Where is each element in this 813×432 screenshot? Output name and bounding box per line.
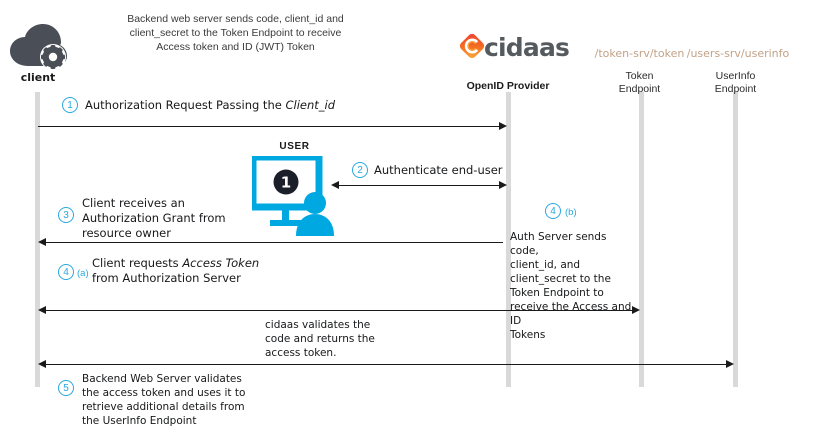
step-5-line1: Backend Web Server validates	[82, 373, 242, 385]
step-5-line2: the access token and uses it to	[82, 387, 246, 399]
step-2-number: 2	[352, 162, 368, 178]
step-5-number: 5	[58, 380, 74, 396]
step-5-text: Backend Web Server validates the access …	[82, 372, 297, 428]
step-3-number: 3	[58, 207, 74, 223]
step-3-line3: resource owner	[82, 226, 171, 240]
step-4b-note-line3: client_secret to the	[510, 273, 611, 285]
step-1-text: Authorization Request Passing the Client…	[85, 98, 505, 113]
top-note: Backend web server sends code, client_id…	[108, 12, 363, 54]
step-4a-seg1: Client requests	[92, 256, 183, 270]
arrow-step-1-head	[499, 122, 507, 130]
lifeline-token-endpoint	[639, 92, 644, 387]
arrow-step-2-head-left	[331, 181, 339, 189]
arrow-step-3-head	[38, 238, 46, 246]
validate-note-line1: cidaas validates the	[265, 319, 371, 331]
step-4b-note: Auth Server sends code, client_id, and c…	[510, 230, 638, 342]
step-4a-seg3: from Authorization Server	[92, 271, 241, 285]
client-label: client	[20, 71, 56, 84]
step-4b-note-line4: Token Endpoint to	[510, 287, 604, 299]
top-note-line2: client_secret to the Token Endpoint to r…	[129, 27, 342, 39]
arrow-step-4a-head-left	[38, 306, 46, 314]
client-cloud-gear-icon	[8, 24, 70, 70]
lifeline-client	[35, 92, 40, 387]
step-4b-note-line6: Tokens	[510, 329, 546, 341]
step-4a-text: Client requests Access Token from Author…	[92, 256, 260, 286]
step-1-text-plain: Authorization Request Passing the	[85, 98, 286, 112]
step-4b-number: 4	[545, 203, 561, 219]
cidaas-logo-icon	[459, 33, 485, 59]
step-4a-number: 4	[58, 264, 74, 280]
arrow-step-5-head-right	[726, 360, 734, 368]
step-4b-sublabel: (b)	[565, 207, 577, 218]
step-1-number: 1	[62, 97, 78, 113]
token-endpoint-path: /token-srv/token	[594, 47, 685, 60]
arrow-step-5-head-left	[38, 360, 46, 368]
step-3-text: Client receives an Authorization Grant f…	[82, 196, 272, 241]
openid-provider-label: OpenID Provider	[466, 80, 550, 92]
step-4a-sublabel: (a)	[77, 268, 89, 279]
validate-note-line2: code and returns the	[265, 333, 375, 345]
user-label: USER	[279, 141, 310, 152]
step-4a-seg2-emphasis: Access Token	[182, 256, 260, 270]
svg-text:1: 1	[281, 174, 291, 192]
user-monitor-icon: 1	[249, 153, 337, 236]
userinfo-endpoint-name-line1: UserInfo	[715, 70, 756, 82]
userinfo-endpoint-name: UserInfo Endpoint	[688, 70, 783, 96]
arrow-step-4a	[44, 310, 634, 311]
arrow-step-5	[44, 364, 730, 365]
top-note-line3: Access token and ID (JWT) Token	[156, 41, 315, 53]
step-4b-note-line5: receive the Access and ID	[510, 301, 632, 327]
arrow-step-2-head-right	[499, 181, 507, 189]
step-5-line4: the UserInfo Endpoint	[82, 415, 197, 427]
arrow-step-4a-head-right	[632, 306, 640, 314]
lifeline-userinfo-endpoint	[733, 92, 738, 387]
token-endpoint-name-line1: Token	[625, 70, 654, 82]
validate-note: cidaas validates the code and returns th…	[265, 318, 425, 360]
step-1-text-emphasis: Client_id	[285, 98, 336, 112]
cidaas-wordmark: cidaas	[484, 33, 570, 62]
arrow-step-2	[337, 185, 503, 186]
step-3-line2: Authorization Grant from	[82, 211, 226, 225]
lifeline-openid-provider	[506, 92, 511, 387]
top-note-line1: Backend web server sends code, client_id…	[127, 13, 344, 25]
step-4b-note-line2: client_id, and	[510, 259, 581, 271]
validate-note-line3: access token.	[265, 347, 337, 359]
token-endpoint-name-line2: Endpoint	[618, 83, 661, 95]
step-5-line3: retrieve additional details from	[82, 401, 245, 413]
step-3-line1: Client receives an	[82, 196, 185, 210]
arrow-step-1	[38, 126, 503, 127]
userinfo-endpoint-name-line2: Endpoint	[714, 83, 757, 95]
userinfo-endpoint-path: /users-srv/userinfo	[686, 47, 790, 60]
step-2-text: Authenticate end-user	[374, 163, 503, 177]
token-endpoint-name: Token Endpoint	[592, 70, 687, 96]
arrow-step-3	[44, 242, 503, 243]
step-4b-note-line1: Auth Server sends code,	[510, 231, 607, 257]
